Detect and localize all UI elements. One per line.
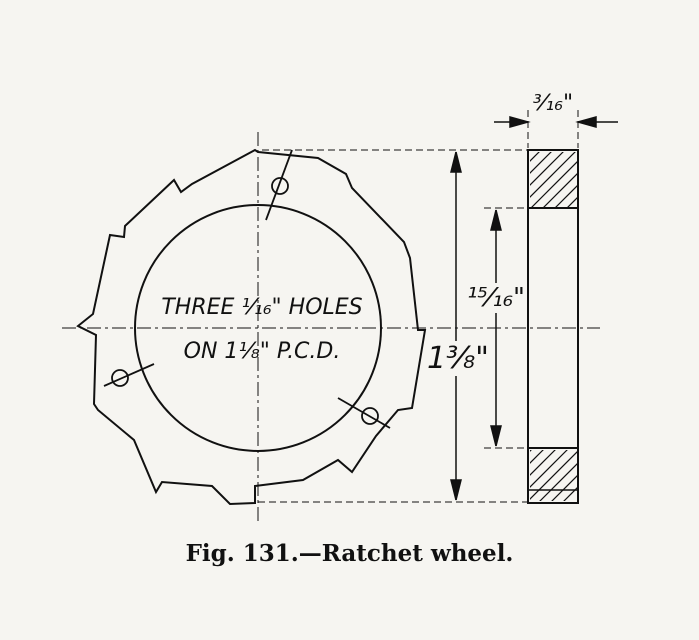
inner-diameter-label-backing: [465, 283, 527, 313]
outer-diameter-label-backing: [425, 341, 491, 376]
holes-note-line1: THREE ¹⁄₁₆" HOLES: [161, 295, 362, 320]
holes: [103, 149, 391, 429]
hole-left: [111, 369, 129, 387]
centre-lines: [62, 132, 600, 525]
thickness-dimension: [494, 116, 618, 128]
outer-dimension: [450, 151, 462, 501]
bore-circle: [134, 204, 382, 452]
holes-note-line2: ON 1¹⁄₈" P.C.D.: [184, 339, 341, 364]
outer-diameter-label: 1³⁄₈": [427, 341, 489, 376]
hole-right: [361, 407, 379, 425]
thickness-label: ³⁄₁₆": [533, 91, 573, 116]
side-section-view: [527, 149, 579, 504]
figure-caption: Fig. 131.—Ratchet wheel.: [185, 540, 514, 567]
ratchet-outline: [76, 148, 427, 506]
inner-dimension: [490, 209, 502, 447]
inner-diameter-label: ¹⁵⁄₁₆": [467, 283, 525, 313]
hole-top: [271, 177, 289, 195]
extension-lines: [258, 110, 579, 503]
